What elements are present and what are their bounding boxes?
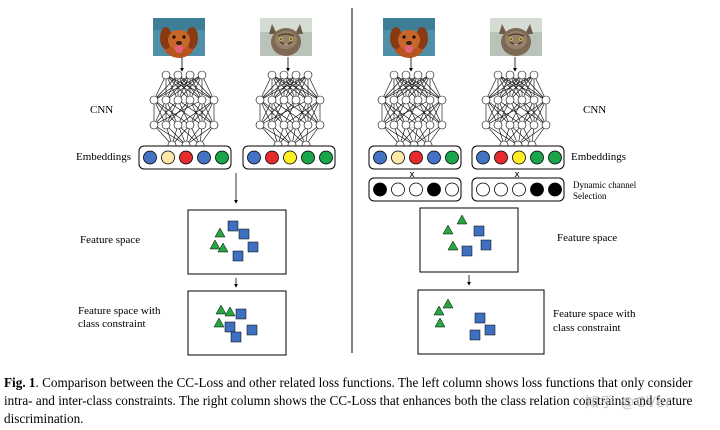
feature-space-constraint-label-left-2: class constraint <box>78 318 146 330</box>
embedding-dot <box>197 150 211 165</box>
selection-dot <box>530 182 544 197</box>
selection-dot <box>373 182 387 197</box>
embedding-dot <box>512 150 526 165</box>
right-column: CNN Embeddings x x Dynamic channel Selec… <box>368 17 637 355</box>
multiply-sign-cat: x <box>514 170 520 180</box>
feature-space-constraint-label-left-1: Feature space with <box>78 305 161 317</box>
embedding-dots-cat-right <box>476 150 562 165</box>
feature-space-box-left <box>187 209 287 275</box>
caption-text: . Comparison between the CC-Loss and oth… <box>4 375 693 426</box>
dog-photo-right <box>383 18 435 58</box>
figure-label: Fig. 1 <box>4 375 36 390</box>
selection-dot <box>409 182 423 197</box>
dog-photo <box>153 18 205 58</box>
cnn-network-cat <box>255 70 325 150</box>
embedding-dot <box>179 150 193 165</box>
feature-space-label-left: Feature space <box>80 234 140 246</box>
embeddings-label-right: Embeddings <box>571 151 626 163</box>
embedding-dot <box>494 150 508 165</box>
constrained-points-right <box>433 298 496 341</box>
cnn-network-dog-right <box>377 70 447 150</box>
feature-space-label-right: Feature space <box>557 232 617 244</box>
selection-dot <box>494 182 508 197</box>
watermark: 知乎 @CVer <box>585 395 673 411</box>
embedding-dot <box>283 150 297 165</box>
selection-dots-dog <box>373 182 459 197</box>
constrained-points-left <box>213 304 258 343</box>
selection-dot <box>548 182 562 197</box>
feature-space-constraint-label-right-1: Feature space with <box>553 308 636 320</box>
embeddings-label: Embeddings <box>76 151 131 163</box>
cat-photo <box>259 17 313 57</box>
feature-points-left <box>209 220 259 262</box>
embedding-dot <box>409 150 423 165</box>
cnn-label-right: CNN <box>583 104 606 116</box>
cnn-network-dog <box>149 70 219 150</box>
embedding-dot <box>391 150 405 165</box>
dynamic-channel-label-1: Dynamic channel <box>573 180 637 190</box>
cnn-network-cat-right <box>481 70 551 150</box>
embedding-dots-dog <box>143 150 229 165</box>
selection-dots-cat <box>476 182 562 197</box>
selection-dot <box>445 182 459 197</box>
selection-dot <box>476 182 490 197</box>
cat-photo-right <box>489 17 543 57</box>
selection-dot <box>512 182 526 197</box>
figure-caption: Fig. 1. Comparison between the CC-Loss a… <box>4 374 716 428</box>
embedding-dot <box>265 150 279 165</box>
embedding-dot <box>476 150 490 165</box>
left-column: CNN Embeddings Feature space Feature spa… <box>76 17 336 356</box>
constrained-space-box-left <box>187 290 287 356</box>
embedding-dot <box>143 150 157 165</box>
embedding-dot <box>427 150 441 165</box>
embedding-dot <box>373 150 387 165</box>
feature-points-right <box>442 214 492 257</box>
selection-dot <box>427 182 441 197</box>
dynamic-channel-label-2: Selection <box>573 191 607 201</box>
embedding-dot <box>530 150 544 165</box>
embedding-dot <box>548 150 562 165</box>
feature-space-box-right <box>419 207 519 273</box>
embedding-dot <box>301 150 315 165</box>
embedding-dot <box>215 150 229 165</box>
embedding-dots-cat <box>247 150 333 165</box>
embedding-dot <box>319 150 333 165</box>
embedding-dot <box>161 150 175 165</box>
embedding-dots-dog-right <box>373 150 459 165</box>
embedding-dot <box>247 150 261 165</box>
multiply-sign-dog: x <box>409 170 415 180</box>
cnn-label: CNN <box>90 104 113 116</box>
embedding-dot <box>445 150 459 165</box>
feature-space-constraint-label-right-2: class constraint <box>553 322 621 334</box>
selection-dot <box>391 182 405 197</box>
